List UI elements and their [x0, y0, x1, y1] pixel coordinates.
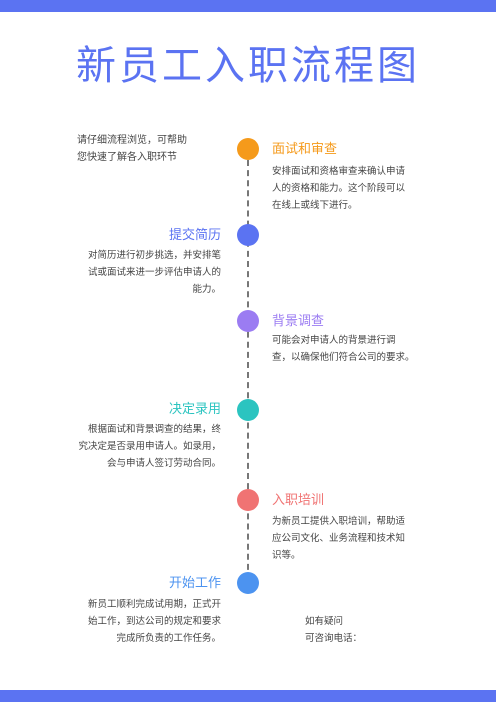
step-title: 面试和审查 — [272, 142, 338, 157]
step-title: 决定录用 — [168, 402, 221, 417]
timeline-dot — [237, 310, 259, 332]
desc-line: 查，以确保他们符合公司的要求。 — [272, 352, 415, 363]
desc-line: 始工作，到达公司的规定和要求 — [87, 616, 221, 627]
top-bar — [0, 0, 496, 12]
desc-line: 应公司文化、业务流程和技术知 — [272, 533, 406, 544]
contact-line: 如有疑问 — [305, 616, 344, 627]
step-desc: 安排面试和资格审查来确认申请 人的资格和能力。这个阶段可以 在线上或线下进行。 — [272, 163, 422, 214]
desc-line: 可能会对申请人的背景进行调 — [272, 335, 396, 346]
intro-text: 请仔细流程浏览，可帮助 您快速了解各入职环节 — [77, 132, 247, 166]
desc-line: 为新员工提供入职培训，帮助适 — [272, 516, 406, 527]
timeline-dot — [237, 138, 259, 160]
timeline-dot — [237, 572, 259, 594]
bottom-bar — [0, 690, 496, 702]
desc-line: 对简历进行初步挑选，并安排笔 — [87, 250, 221, 261]
contact-line: 可咨询电话： — [305, 633, 363, 644]
step-title: 背景调查 — [272, 314, 325, 329]
page-title: 新员工入职流程图 — [76, 43, 420, 89]
intro-line: 您快速了解各入职环节 — [77, 152, 177, 163]
step-desc: 根据面试和背景调查的结果，终 究决定是否录用申请人。如录用， 会与申请人签订劳动… — [71, 421, 221, 472]
desc-line: 新员工顺利完成试用期，正式开 — [87, 599, 221, 610]
desc-line: 完成所负责的工作任务。 — [116, 633, 221, 644]
timeline-dot — [237, 489, 259, 511]
step-title: 提交简历 — [168, 228, 221, 243]
desc-line: 究决定是否录用申请人。如录用， — [78, 441, 221, 452]
desc-line: 会与申请人签订劳动合同。 — [106, 458, 221, 469]
desc-line: 能力。 — [192, 284, 221, 295]
step-title: 开始工作 — [168, 576, 221, 591]
desc-line: 识等。 — [272, 550, 301, 561]
desc-line: 在线上或线下进行。 — [272, 200, 358, 211]
step-desc: 对简历进行初步挑选，并安排笔 试或面试来进一步评估申请人的 能力。 — [71, 247, 221, 298]
timeline-dot — [237, 224, 259, 246]
step-title: 入职培训 — [272, 493, 325, 508]
intro-line: 请仔细流程浏览，可帮助 — [77, 135, 187, 146]
desc-line: 试或面试来进一步评估申请人的 — [87, 267, 221, 278]
step-desc: 为新员工提供入职培训，帮助适 应公司文化、业务流程和技术知 识等。 — [272, 513, 422, 564]
desc-line: 安排面试和资格审查来确认申请 — [272, 166, 406, 177]
contact-info: 如有疑问 可咨询电话： — [305, 613, 362, 647]
timeline-line — [247, 160, 249, 580]
step-desc: 可能会对申请人的背景进行调 查，以确保他们符合公司的要求。 — [272, 332, 422, 366]
timeline-dot — [237, 399, 259, 421]
desc-line: 人的资格和能力。这个阶段可以 — [272, 183, 406, 194]
desc-line: 根据面试和背景调查的结果，终 — [87, 424, 221, 435]
step-desc: 新员工顺利完成试用期，正式开 始工作，到达公司的规定和要求 完成所负责的工作任务… — [71, 596, 221, 647]
